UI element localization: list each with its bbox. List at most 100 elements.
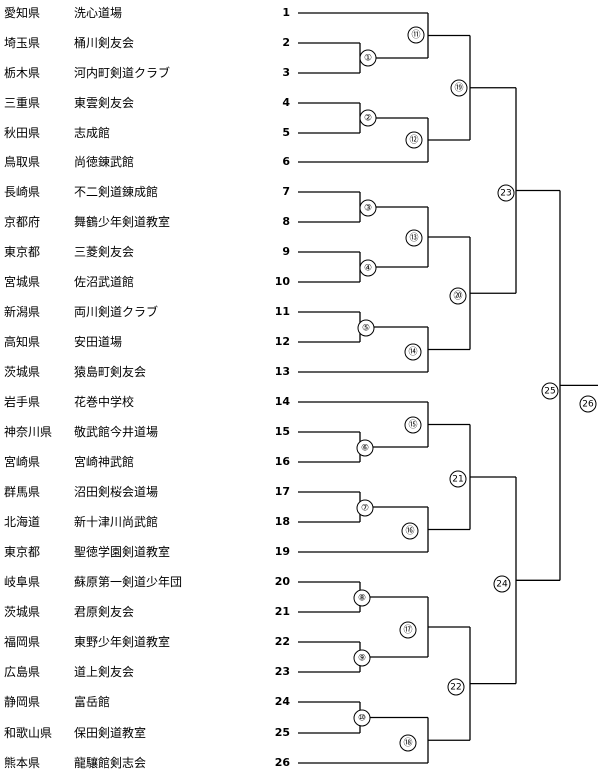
seed-number: 24 [274, 695, 290, 708]
match-number-13: ⑬ [405, 229, 423, 247]
seed-number: 16 [274, 455, 290, 468]
club-name: 君原剣友会 [74, 605, 135, 619]
svg-text:⑰: ⑰ [403, 625, 412, 636]
match-number-9: ⑨ [353, 649, 371, 667]
seed-number: 11 [274, 305, 290, 318]
seed-number: 18 [274, 515, 290, 528]
club-name: 三菱剣友会 [74, 245, 135, 259]
svg-text:25: 25 [544, 387, 555, 397]
prefecture-name: 神奈川県 [4, 425, 53, 439]
club-name: 聖徳学園剣道教室 [74, 545, 171, 559]
club-name: 舞鶴少年剣道教室 [74, 215, 171, 229]
seed-number: 23 [274, 665, 290, 678]
club-name: 道上剣友会 [74, 665, 135, 679]
svg-text:23: 23 [500, 189, 511, 199]
match-number-18: ⑱ [399, 734, 417, 752]
svg-text:22: 22 [450, 683, 461, 693]
club-name: 志成館 [74, 126, 111, 140]
club-name: 尚徳錬武館 [74, 155, 135, 169]
match-number-4: ④ [359, 259, 377, 277]
club-name: 猿島町剣友会 [74, 365, 147, 379]
seed-number: 3 [282, 66, 290, 79]
svg-text:②: ② [364, 114, 372, 124]
match-number-25: 25 [541, 382, 559, 400]
club-name: 富岳館 [74, 695, 111, 709]
seed-number: 7 [282, 185, 290, 198]
entrant-row: 岐阜県 蘇原第一剣道少年団 20 [0, 572, 300, 592]
club-name: 龍驤館剣志会 [74, 756, 147, 770]
club-name: 沼田剣桜会道場 [74, 485, 159, 499]
svg-text:21: 21 [452, 475, 463, 485]
seed-number: 2 [282, 36, 290, 49]
prefecture-name: 京都府 [4, 215, 41, 229]
svg-text:⑥: ⑥ [361, 444, 369, 454]
club-name: 河内町剣道クラブ [74, 66, 171, 80]
club-name: 桶川剣友会 [74, 36, 135, 50]
seed-number: 9 [282, 245, 290, 258]
seed-number: 10 [274, 275, 290, 288]
svg-text:⑯: ⑯ [405, 526, 414, 537]
match-number-5: ⑤ [357, 319, 375, 337]
seed-number: 17 [274, 485, 290, 498]
prefecture-name: 東京都 [4, 545, 41, 559]
prefecture-name: 北海道 [4, 515, 41, 529]
match-number-12: ⑫ [405, 131, 423, 149]
seed-number: 15 [274, 425, 290, 438]
match-number-2: ② [359, 109, 377, 127]
club-name: 安田道場 [74, 335, 123, 349]
match-number-19: ⑲ [450, 79, 468, 97]
prefecture-name: 和歌山県 [4, 726, 53, 740]
prefecture-name: 岩手県 [4, 395, 41, 409]
match-number-17: ⑰ [399, 621, 417, 639]
svg-text:⑫: ⑫ [409, 135, 418, 146]
club-name: 洗心道場 [74, 6, 123, 20]
seed-number: 20 [274, 575, 290, 588]
club-name: 両川剣道クラブ [74, 305, 159, 319]
entrant-row: 栃木県 河内町剣道クラブ 3 [0, 63, 300, 83]
match-number-20: ⑳ [449, 287, 467, 305]
seed-number: 26 [274, 756, 290, 769]
match-number-23: 23 [497, 184, 515, 202]
svg-text:⑱: ⑱ [403, 738, 412, 749]
club-name: 保田剣道教室 [74, 726, 147, 740]
club-name: 東野少年剣道教室 [74, 635, 171, 649]
club-name: 花巻中学校 [74, 395, 135, 409]
seed-number: 5 [282, 126, 290, 139]
seed-number: 6 [282, 155, 290, 168]
prefecture-name: 岐阜県 [4, 575, 41, 589]
prefecture-name: 栃木県 [4, 66, 41, 80]
club-name: 蘇原第一剣道少年団 [74, 575, 183, 589]
svg-text:⑦: ⑦ [361, 504, 369, 514]
svg-text:⑤: ⑤ [362, 324, 370, 334]
match-number-14: ⑭ [404, 343, 422, 361]
prefecture-name: 宮崎県 [4, 455, 41, 469]
prefecture-name: 愛知県 [4, 6, 41, 20]
seed-number: 12 [274, 335, 290, 348]
match-number-26: 26 [579, 395, 597, 413]
svg-text:⑲: ⑲ [454, 83, 463, 94]
svg-text:⑧: ⑧ [358, 594, 366, 604]
svg-text:26: 26 [582, 400, 594, 410]
prefecture-name: 長崎県 [4, 185, 41, 199]
seed-number: 1 [282, 6, 290, 19]
prefecture-name: 三重県 [4, 96, 41, 110]
match-number-24: 24 [493, 575, 511, 593]
match-number-8: ⑧ [353, 589, 371, 607]
